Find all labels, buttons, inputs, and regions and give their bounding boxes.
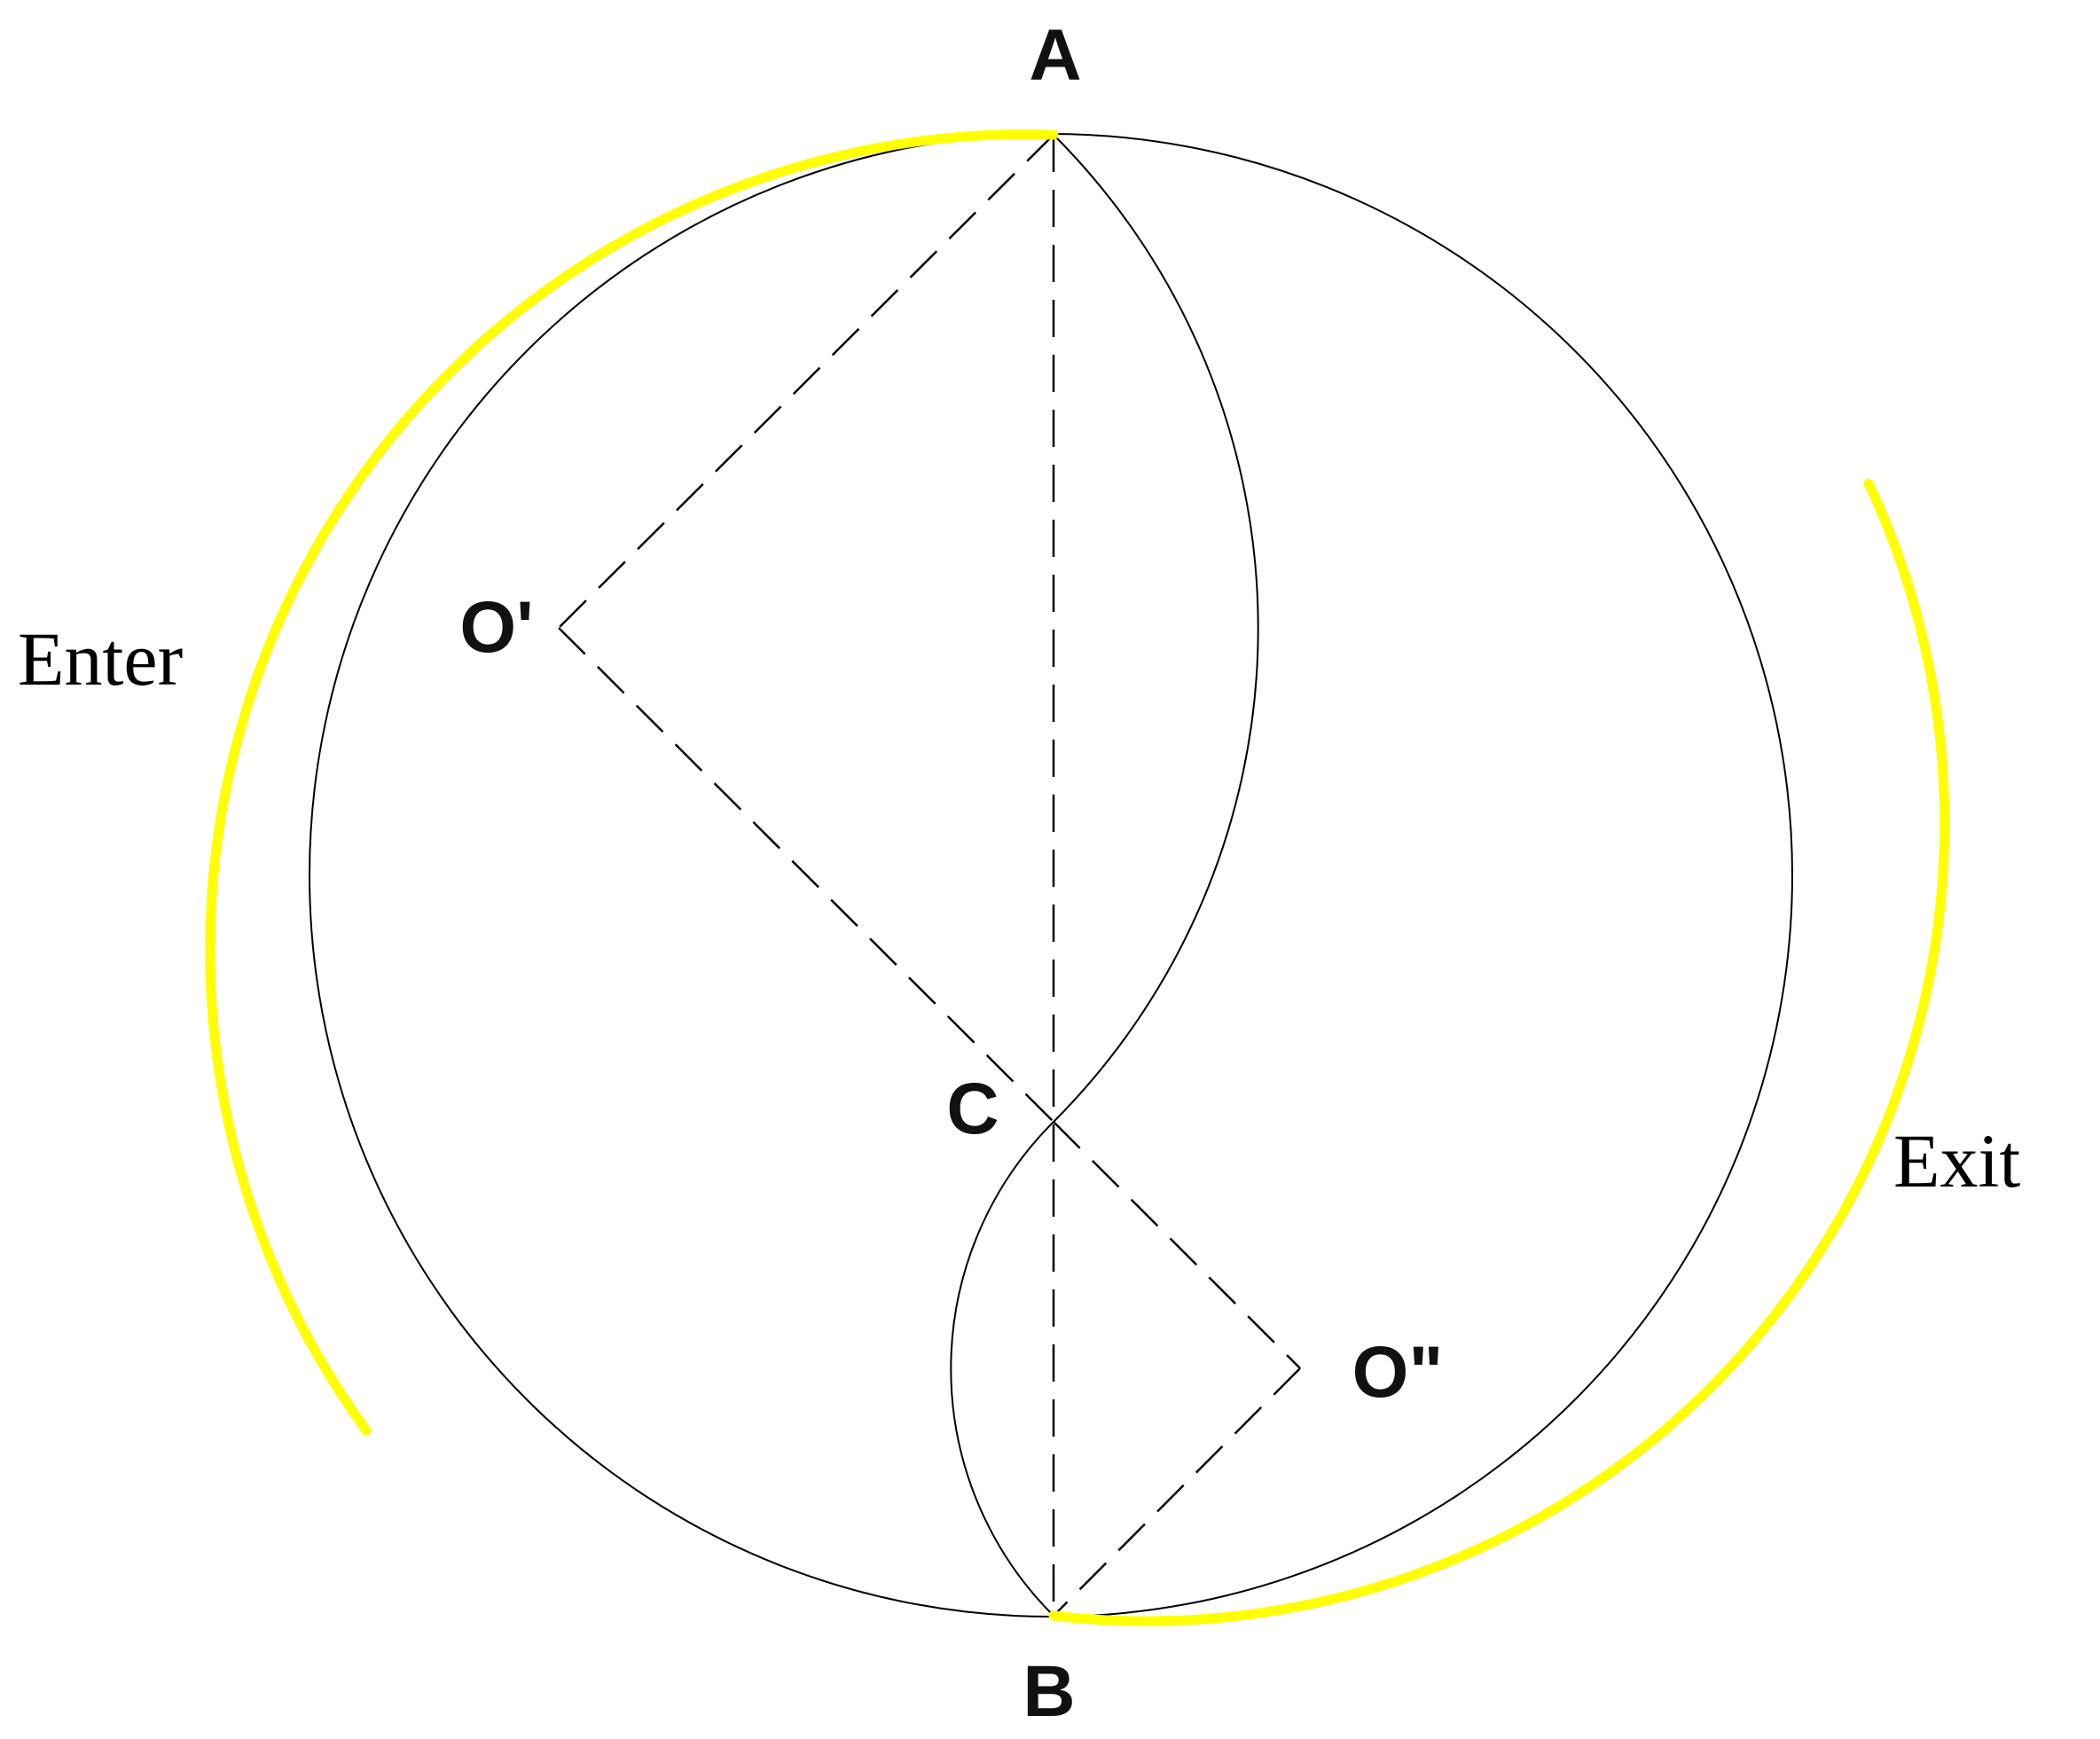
- point-label-a: A: [1029, 15, 1081, 96]
- point-label-o1: O': [459, 587, 533, 668]
- point-label-b: B: [1023, 1651, 1075, 1732]
- construction-lines: [558, 134, 1301, 1617]
- exit-highlight-arc: [1048, 478, 1950, 1626]
- main-circle: [309, 133, 1793, 1618]
- arc-a-c: [1053, 134, 1259, 1123]
- dashed-line-o2-b: [1053, 1367, 1301, 1617]
- point-label-c: C: [946, 1069, 999, 1149]
- arc-c-b: [950, 1121, 1054, 1617]
- dashed-line-a-o1: [558, 134, 1054, 629]
- point-label-o2: O": [1352, 1332, 1444, 1413]
- enter-label: Enter: [18, 616, 183, 701]
- enter-highlight-arc: [205, 129, 1059, 1436]
- dashed-line-c-o2: [1053, 1121, 1301, 1369]
- exit-label: Exit: [1893, 1118, 2020, 1203]
- dashed-line-o1-c: [558, 627, 1054, 1123]
